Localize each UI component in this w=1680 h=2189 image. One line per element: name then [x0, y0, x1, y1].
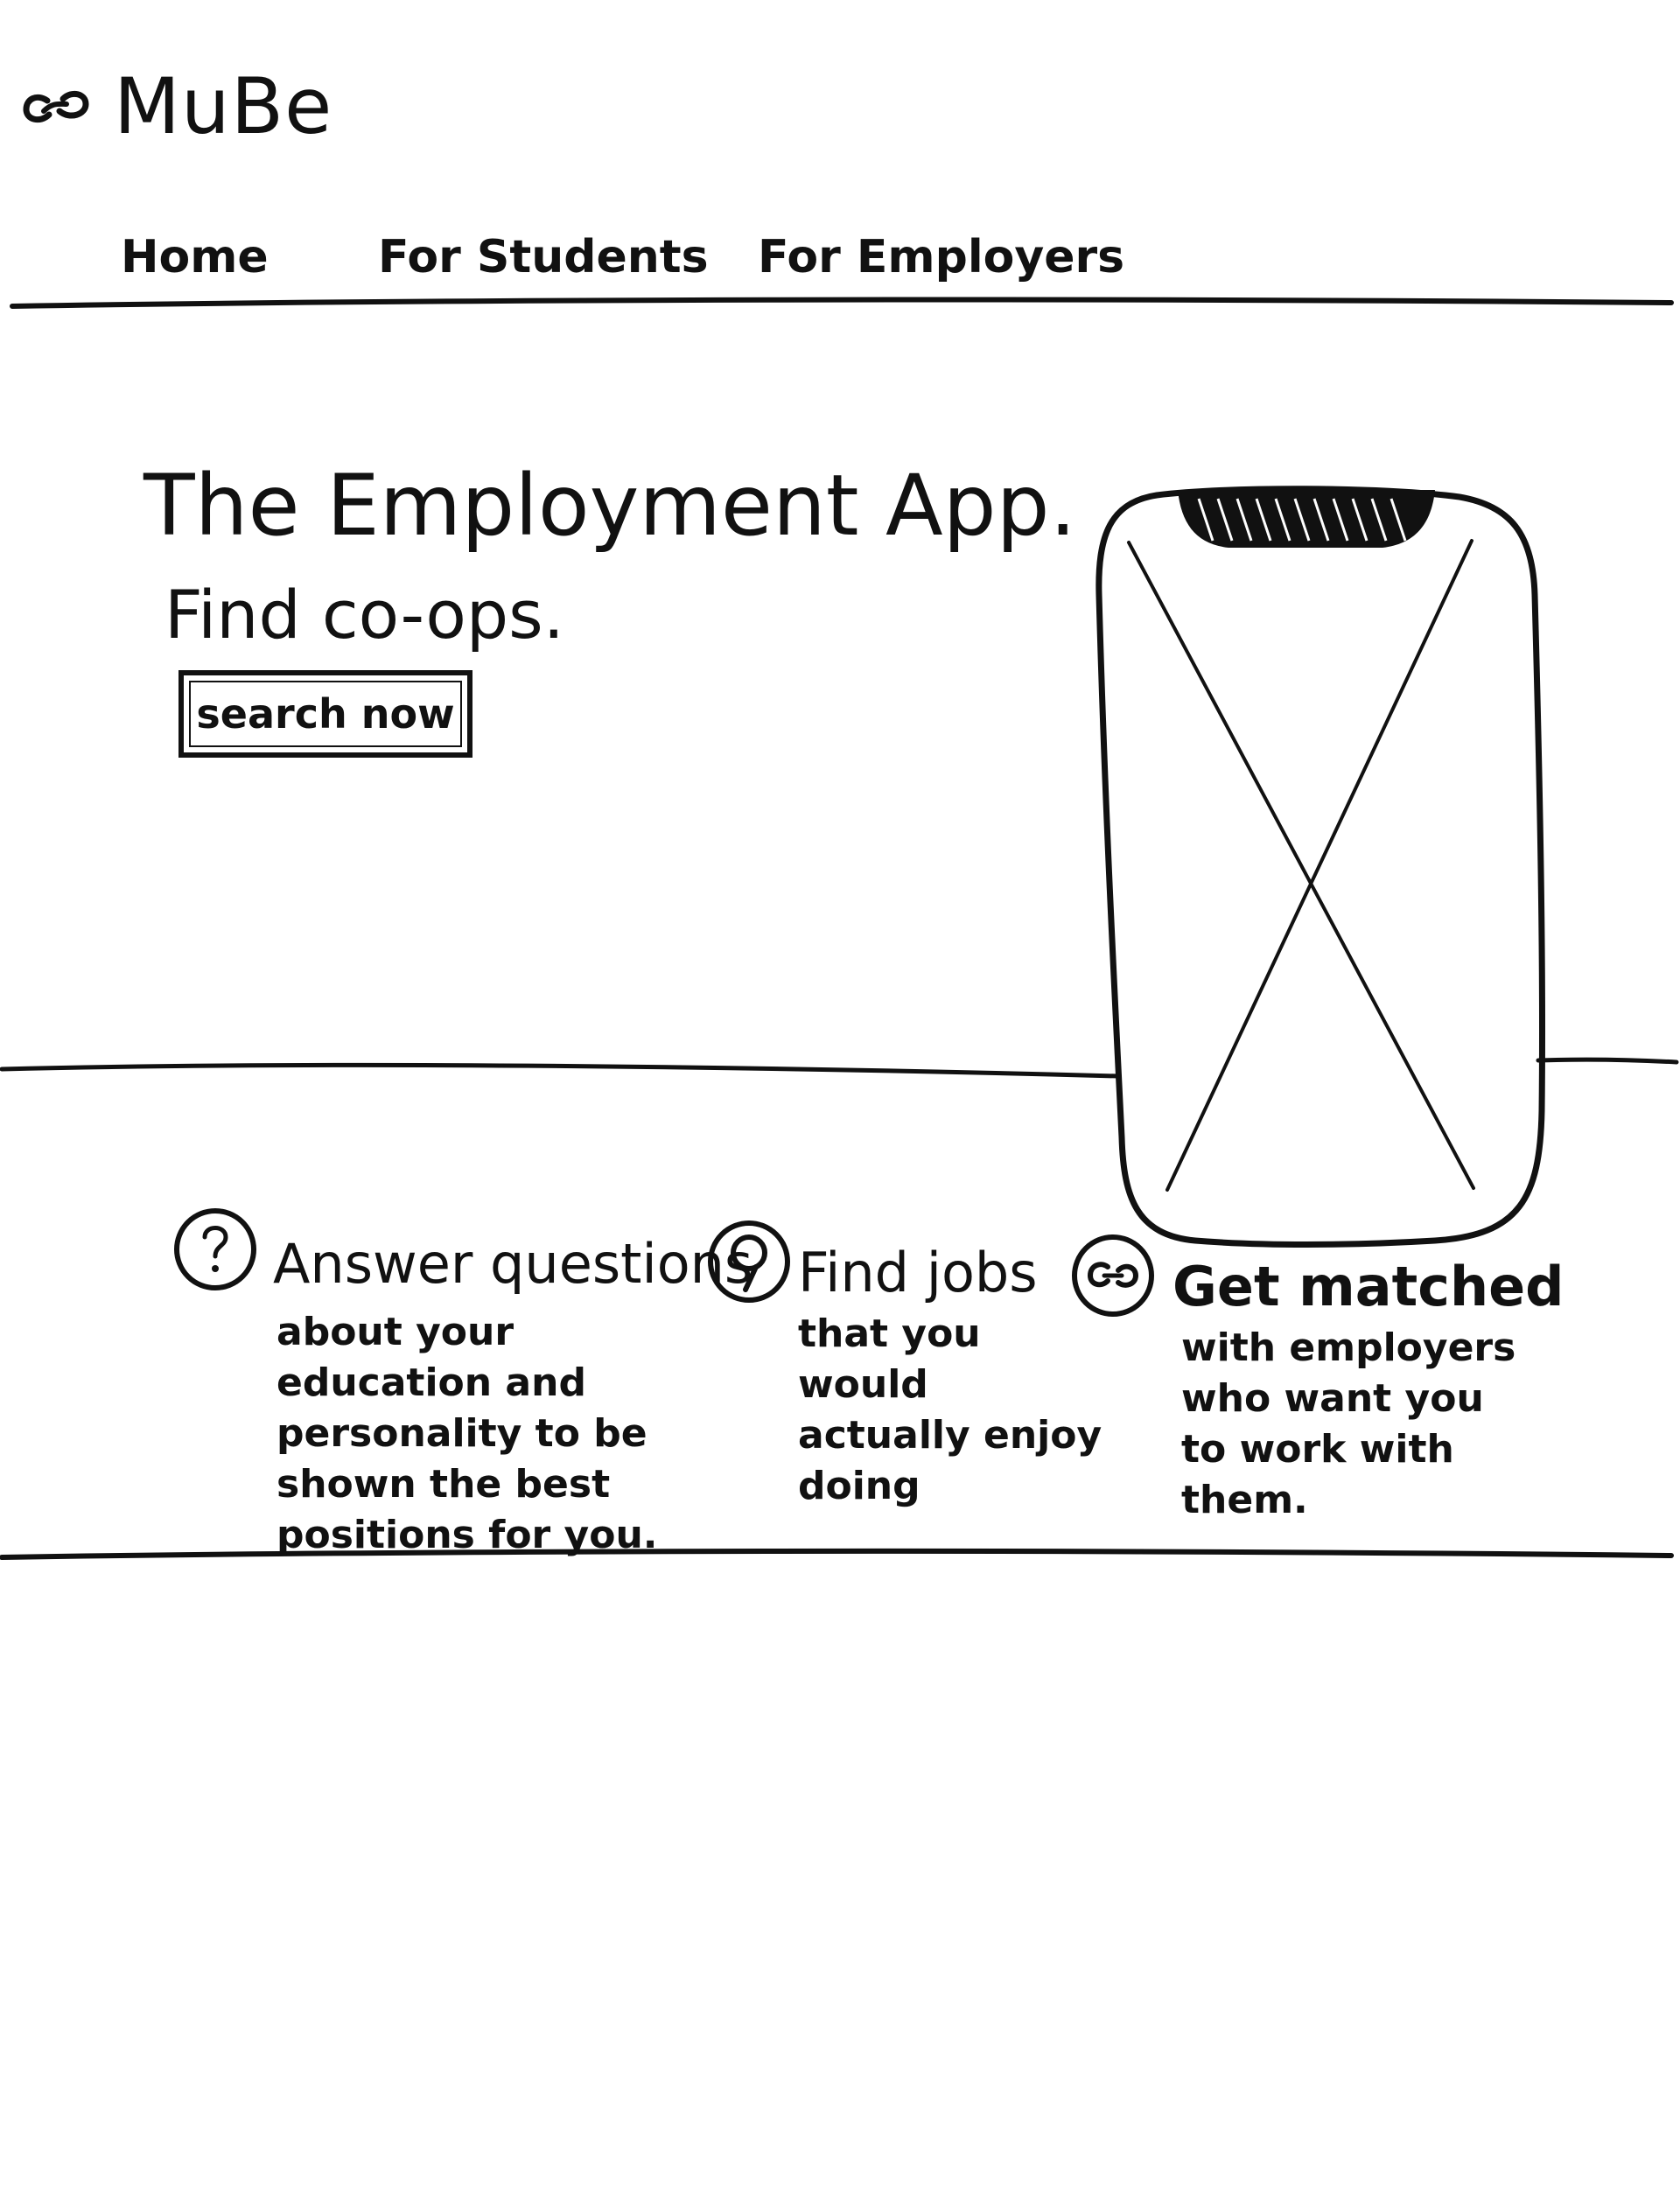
phone-notch: [1178, 490, 1435, 548]
feature-title-answer-questions: Answer questions: [273, 1232, 753, 1296]
feature-title-get-matched: Get matched: [1172, 1255, 1564, 1318]
question-mark-icon: [174, 1208, 256, 1290]
nav-for-students[interactable]: For Students: [378, 231, 709, 283]
search-now-button[interactable]: search now: [178, 670, 472, 758]
feature-desc-get-matched: with employers who want you to work with…: [1181, 1325, 1516, 1522]
chain-link-icon: [23, 90, 89, 123]
nav-home[interactable]: Home: [121, 231, 269, 283]
brand[interactable]: MuBe: [21, 68, 332, 145]
feature-desc-answer-questions: about your education and personality to …: [276, 1310, 658, 1557]
image-placeholder-icon: [1127, 539, 1475, 1192]
nav-for-employers[interactable]: For Employers: [758, 231, 1125, 283]
hero-divider-right: [1536, 1057, 1679, 1065]
search-icon: [708, 1220, 790, 1303]
hero-title: The Employment App.: [144, 457, 1077, 555]
hero-divider-left: [0, 1062, 1121, 1079]
chain-link-icon: [1072, 1234, 1154, 1317]
nav-divider: [10, 297, 1674, 309]
brand-name: MuBe: [114, 61, 333, 151]
phone-mockup: [1096, 486, 1546, 1248]
hero-subtitle: Find co-ops.: [164, 576, 564, 654]
feature-title-find-jobs: Find jobs: [798, 1241, 1038, 1304]
feature-desc-find-jobs: that you would actually enjoy doing: [798, 1311, 1102, 1508]
search-now-label: search now: [196, 690, 455, 738]
features-divider: [0, 1548, 1674, 1560]
